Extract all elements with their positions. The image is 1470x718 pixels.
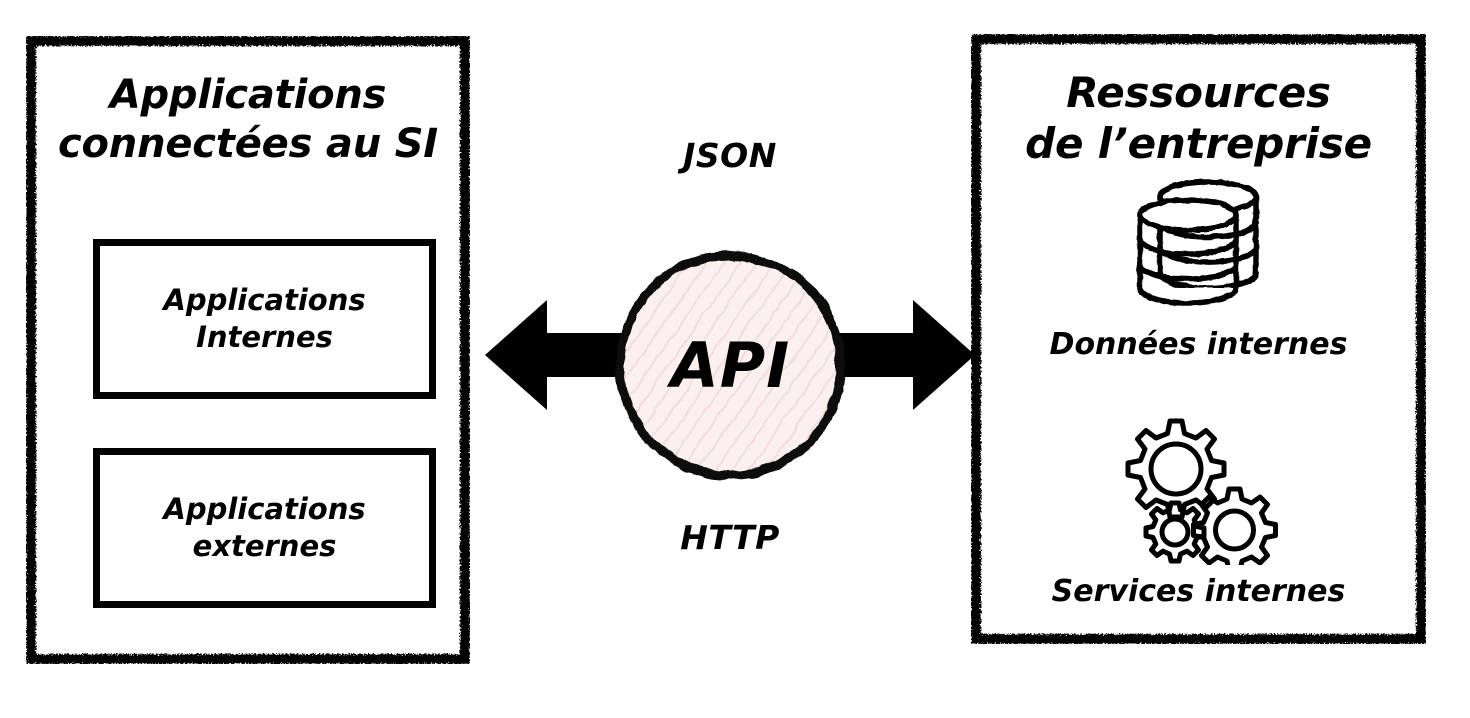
arrow-right-icon xyxy=(800,295,975,415)
api-center-group: JSON xyxy=(480,120,980,590)
api-circle[interactable]: API xyxy=(613,248,848,483)
resource-label-donnees-internes: Données internes xyxy=(1049,327,1348,362)
arrow-left-icon xyxy=(485,295,660,415)
database-icon xyxy=(1136,179,1259,306)
resource-label-services-internes: Services internes xyxy=(1051,574,1346,609)
right-panel-company-resources: Ressources de l’entreprise xyxy=(971,34,1426,644)
api-label: API xyxy=(670,329,791,402)
box-applications-externes-label: Applications externes xyxy=(163,492,366,563)
left-panel-title: Applications connectées au SI xyxy=(58,72,438,167)
box-applications-externes[interactable]: Applications externes xyxy=(93,448,436,608)
left-panel-body: Applications connectées au SI Applicatio… xyxy=(37,47,459,653)
box-applications-internes-label: Applications Internes xyxy=(163,283,366,354)
right-panel-title: Ressources de l’entreprise xyxy=(1025,68,1372,169)
right-panel-body: Ressources de l’entreprise xyxy=(982,45,1415,633)
left-panel-connected-applications: Applications connectées au SI Applicatio… xyxy=(26,36,470,664)
resource-item-donnees-internes[interactable]: Données internes xyxy=(982,175,1415,361)
resource-item-services-internes[interactable]: Services internes xyxy=(982,415,1415,608)
box-applications-internes[interactable]: Applications Internes xyxy=(93,239,436,399)
protocol-label-http: HTTP xyxy=(680,518,780,557)
protocol-label-json: JSON xyxy=(683,136,777,175)
gears-icon xyxy=(1125,418,1278,565)
